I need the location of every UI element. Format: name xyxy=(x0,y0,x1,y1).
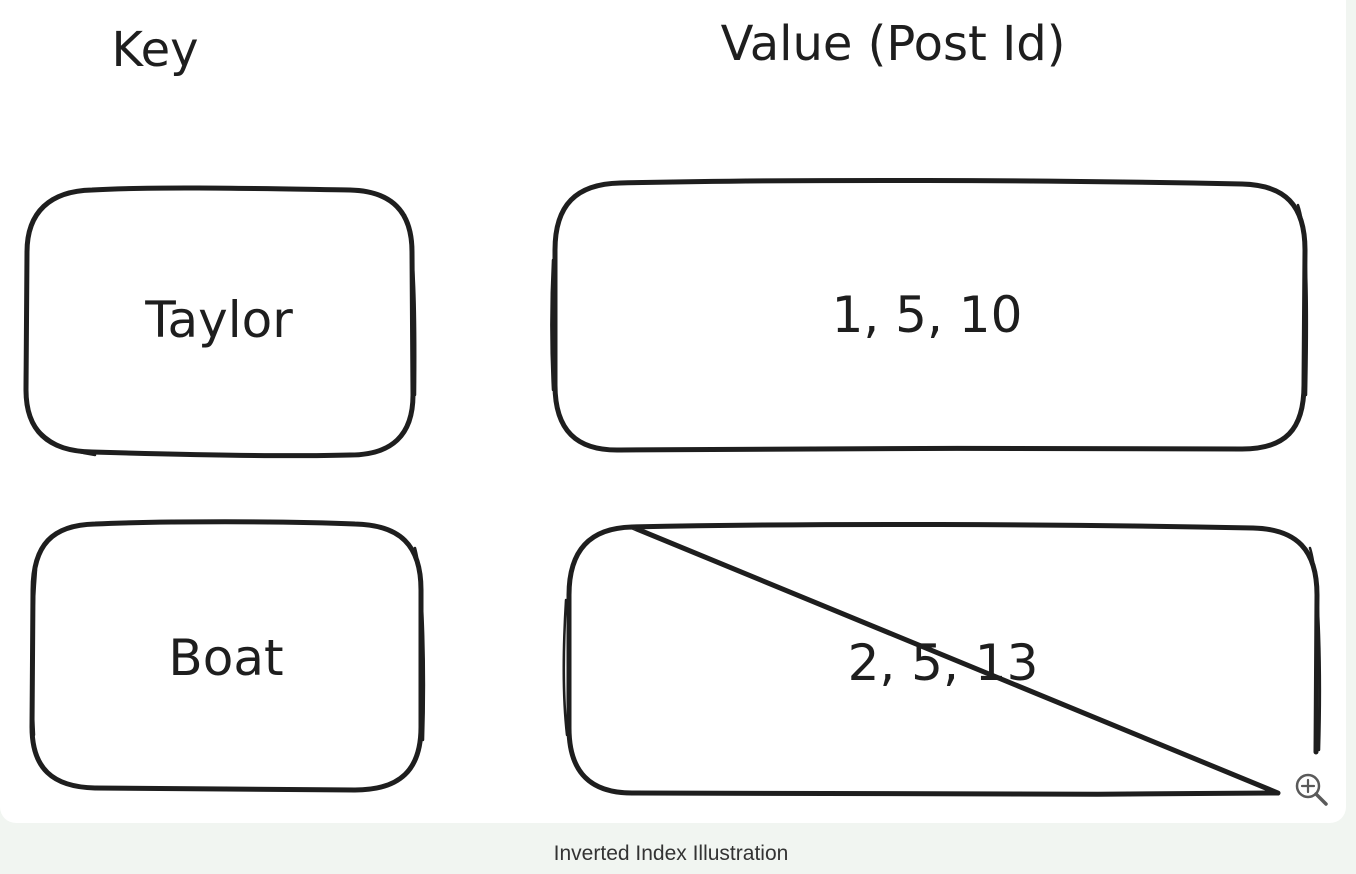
key-label-row-2: Boat xyxy=(168,629,283,687)
key-label-row-1: Taylor xyxy=(144,291,293,349)
figure-card: Key Value (Post Id) Taylor 1, 5, 10 Boat xyxy=(0,0,1346,823)
value-label-row-1: 1, 5, 10 xyxy=(832,286,1023,344)
zoom-in-button[interactable] xyxy=(1290,768,1334,812)
zoom-in-icon xyxy=(1295,773,1328,806)
key-column-header: Key xyxy=(111,22,198,78)
key-box-row-1: Taylor xyxy=(23,185,417,459)
inverted-index-diagram: Key Value (Post Id) Taylor 1, 5, 10 Boat xyxy=(23,16,1322,797)
figure-caption: Inverted Index Illustration xyxy=(553,842,789,865)
value-label-row-2: 2, 5, 13 xyxy=(848,634,1039,692)
value-box-row-2: 2, 5, 13 xyxy=(562,521,1322,797)
value-box-row-1: 1, 5, 10 xyxy=(550,177,1309,453)
value-column-header: Value (Post Id) xyxy=(721,16,1066,72)
key-box-row-2: Boat xyxy=(29,519,426,793)
